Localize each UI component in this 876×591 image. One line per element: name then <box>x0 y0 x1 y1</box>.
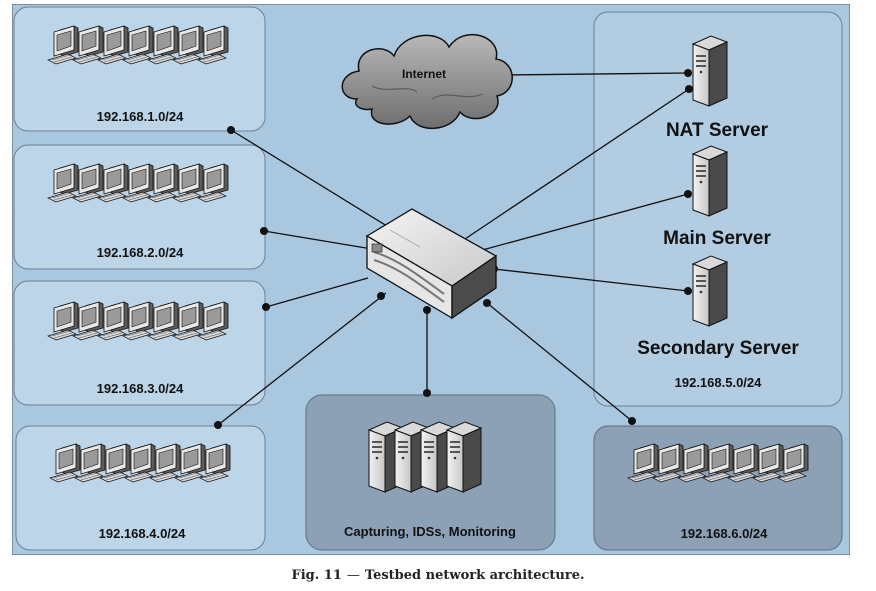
subnet-label: 192.168.3.0/24 <box>97 381 185 396</box>
network-diagram: Internet NAT Server Main Server Secondar… <box>12 4 850 555</box>
subnet-label: 192.168.6.0/24 <box>681 526 769 541</box>
main-server-label: Main Server <box>663 228 771 249</box>
subnet-label: 192.168.1.0/24 <box>97 109 185 124</box>
internet-label: Internet <box>402 67 446 81</box>
connection-lines <box>217 72 690 426</box>
network-switch-icon <box>365 208 498 320</box>
secondary-server-label: Secondary Server <box>637 338 799 359</box>
caption-text: Testbed network architecture. <box>364 568 585 583</box>
caption-separator: — <box>346 568 360 583</box>
workstation-group-icon <box>50 444 230 482</box>
server-rack-icon <box>368 421 482 493</box>
workstation-group-icon <box>48 164 228 202</box>
server-subnet-label: 192.168.5.0/24 <box>675 375 763 390</box>
cloud-icon <box>341 33 513 130</box>
subnet-label: 192.168.2.0/24 <box>97 245 185 260</box>
secondary-server-icon <box>692 255 728 327</box>
figure-caption: Fig. 11 — Testbed network architecture. <box>0 568 876 583</box>
workstation-group-icon <box>48 26 228 64</box>
nat-server-label: NAT Server <box>666 120 769 141</box>
main-server-icon <box>692 145 728 217</box>
workstation-group-icon <box>48 302 228 340</box>
workstation-group-icon <box>628 444 808 482</box>
nat-server-icon <box>692 35 728 107</box>
monitoring-label: Capturing, IDSs, Monitoring <box>344 524 516 539</box>
caption-number: Fig. 11 <box>291 568 342 583</box>
subnet-label: 192.168.4.0/24 <box>99 526 187 541</box>
